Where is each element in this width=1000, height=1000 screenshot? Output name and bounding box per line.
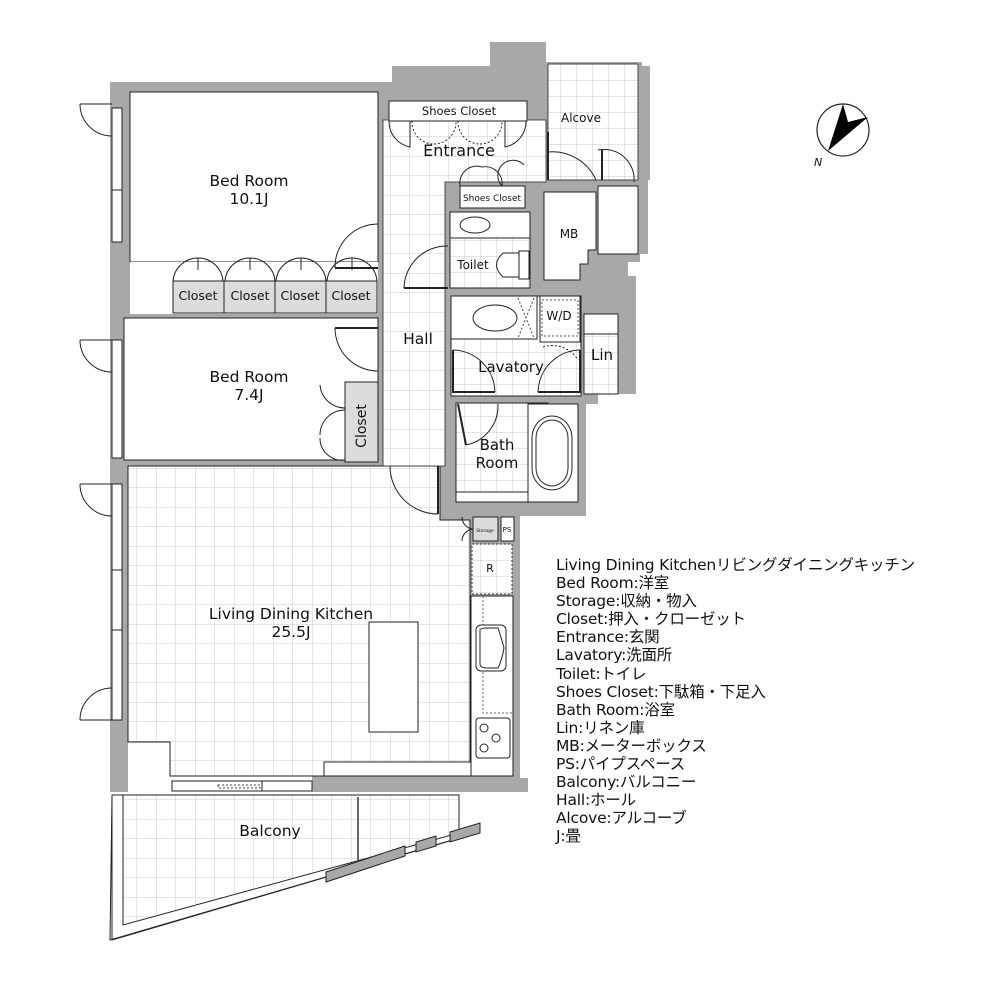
legend-item: Alcove:アルコーブ (556, 809, 687, 828)
fridge-space (471, 543, 513, 595)
legend-item: Entrance:玄関 (556, 628, 660, 647)
storage-box (472, 516, 499, 542)
toilet-cistern-icon (518, 250, 530, 280)
compass-icon (816, 103, 870, 157)
bedroom-2-size: 7.4J (234, 386, 263, 404)
bath-label-2: Room (476, 454, 519, 472)
washer-dryer-box (539, 295, 581, 343)
back-counter (323, 761, 472, 777)
legend-item: Lin:リネン庫 (556, 718, 645, 737)
balcony-label: Balcony (239, 822, 300, 840)
shoes-closet-top-label: Shoes Closet (422, 104, 497, 118)
legend-item: Storage:収納・物入 (556, 592, 697, 611)
lin-label: Lin (591, 346, 613, 364)
legend-item: Toilet:トイレ (556, 664, 647, 683)
windows (111, 107, 313, 792)
bathtub-icon (531, 415, 573, 491)
legend-item: Bath Room:浴室 (556, 700, 675, 719)
bedroom-2-label: Bed Room (209, 368, 288, 386)
legend: Living Dining Kitchenリビングダイニングキッチン Bed R… (556, 556, 915, 846)
legend-item: Shoes Closet:下駄箱・下足入 (556, 682, 766, 701)
legend-item: Bed Room:洋室 (556, 574, 670, 593)
balcony (109, 794, 481, 941)
mb-side-box (597, 185, 639, 255)
ps-label: PS (503, 526, 512, 534)
alcove-label: Alcove (561, 111, 601, 125)
toilet-sink-icon (459, 216, 491, 234)
toilet-label: Toilet (456, 258, 489, 272)
mb-label: MB (560, 227, 579, 241)
doors (79, 103, 635, 721)
closet-vertical (344, 381, 379, 463)
ldk-size: 25.5J (271, 623, 310, 641)
closet-vertical-label: Closet (354, 404, 370, 448)
entrance-label: Entrance (423, 141, 495, 160)
fridge-label: R (486, 562, 494, 575)
closet-label: Closet (179, 288, 218, 303)
hall-floor (382, 119, 547, 467)
stove-icon (475, 717, 511, 759)
closet-label: Closet (231, 288, 270, 303)
legend-item: Hall:ホール (556, 791, 636, 810)
shoes-closet-inner-label: Shoes Closet (463, 194, 522, 204)
legend-item: J:畳 (556, 827, 581, 846)
lavatory-label: Lavatory (478, 358, 544, 376)
ps-box (500, 516, 515, 542)
ldk-label: Living Dining Kitchen (209, 605, 373, 623)
kitchen-island (368, 621, 419, 733)
shoes-closet-inner (459, 185, 526, 209)
wd-label: W/D (546, 309, 571, 323)
storage-label: Storage (476, 528, 494, 534)
burner-icons (479, 723, 501, 753)
compass-north-label: N (814, 156, 822, 169)
vanity-sink-icon (472, 304, 518, 332)
bedroom-1-size: 10.1J (229, 190, 268, 208)
bath-label-1: Bath (480, 436, 515, 454)
toilet-bowl-icon (496, 252, 520, 278)
legend-item: Balcony:バルコニー (556, 773, 697, 792)
closet-label: Closet (281, 288, 320, 303)
alcove-floor (547, 63, 639, 181)
hall-label: Hall (403, 330, 433, 348)
closet-label: Closet (332, 288, 371, 303)
bedroom-1-label: Bed Room (209, 172, 288, 190)
closet-row (172, 280, 378, 314)
legend-item: Closet:押入・クローゼット (556, 610, 746, 629)
legend-item: PS:パイプスペース (556, 755, 686, 774)
legend-item: Living Dining Kitchenリビングダイニングキッチン (556, 556, 915, 574)
legend-item: MB:メーターボックス (556, 736, 707, 755)
mb-box (543, 191, 597, 281)
legend-item: Lavatory:洗面所 (556, 646, 673, 665)
kitchen-sink-icon (475, 624, 507, 672)
